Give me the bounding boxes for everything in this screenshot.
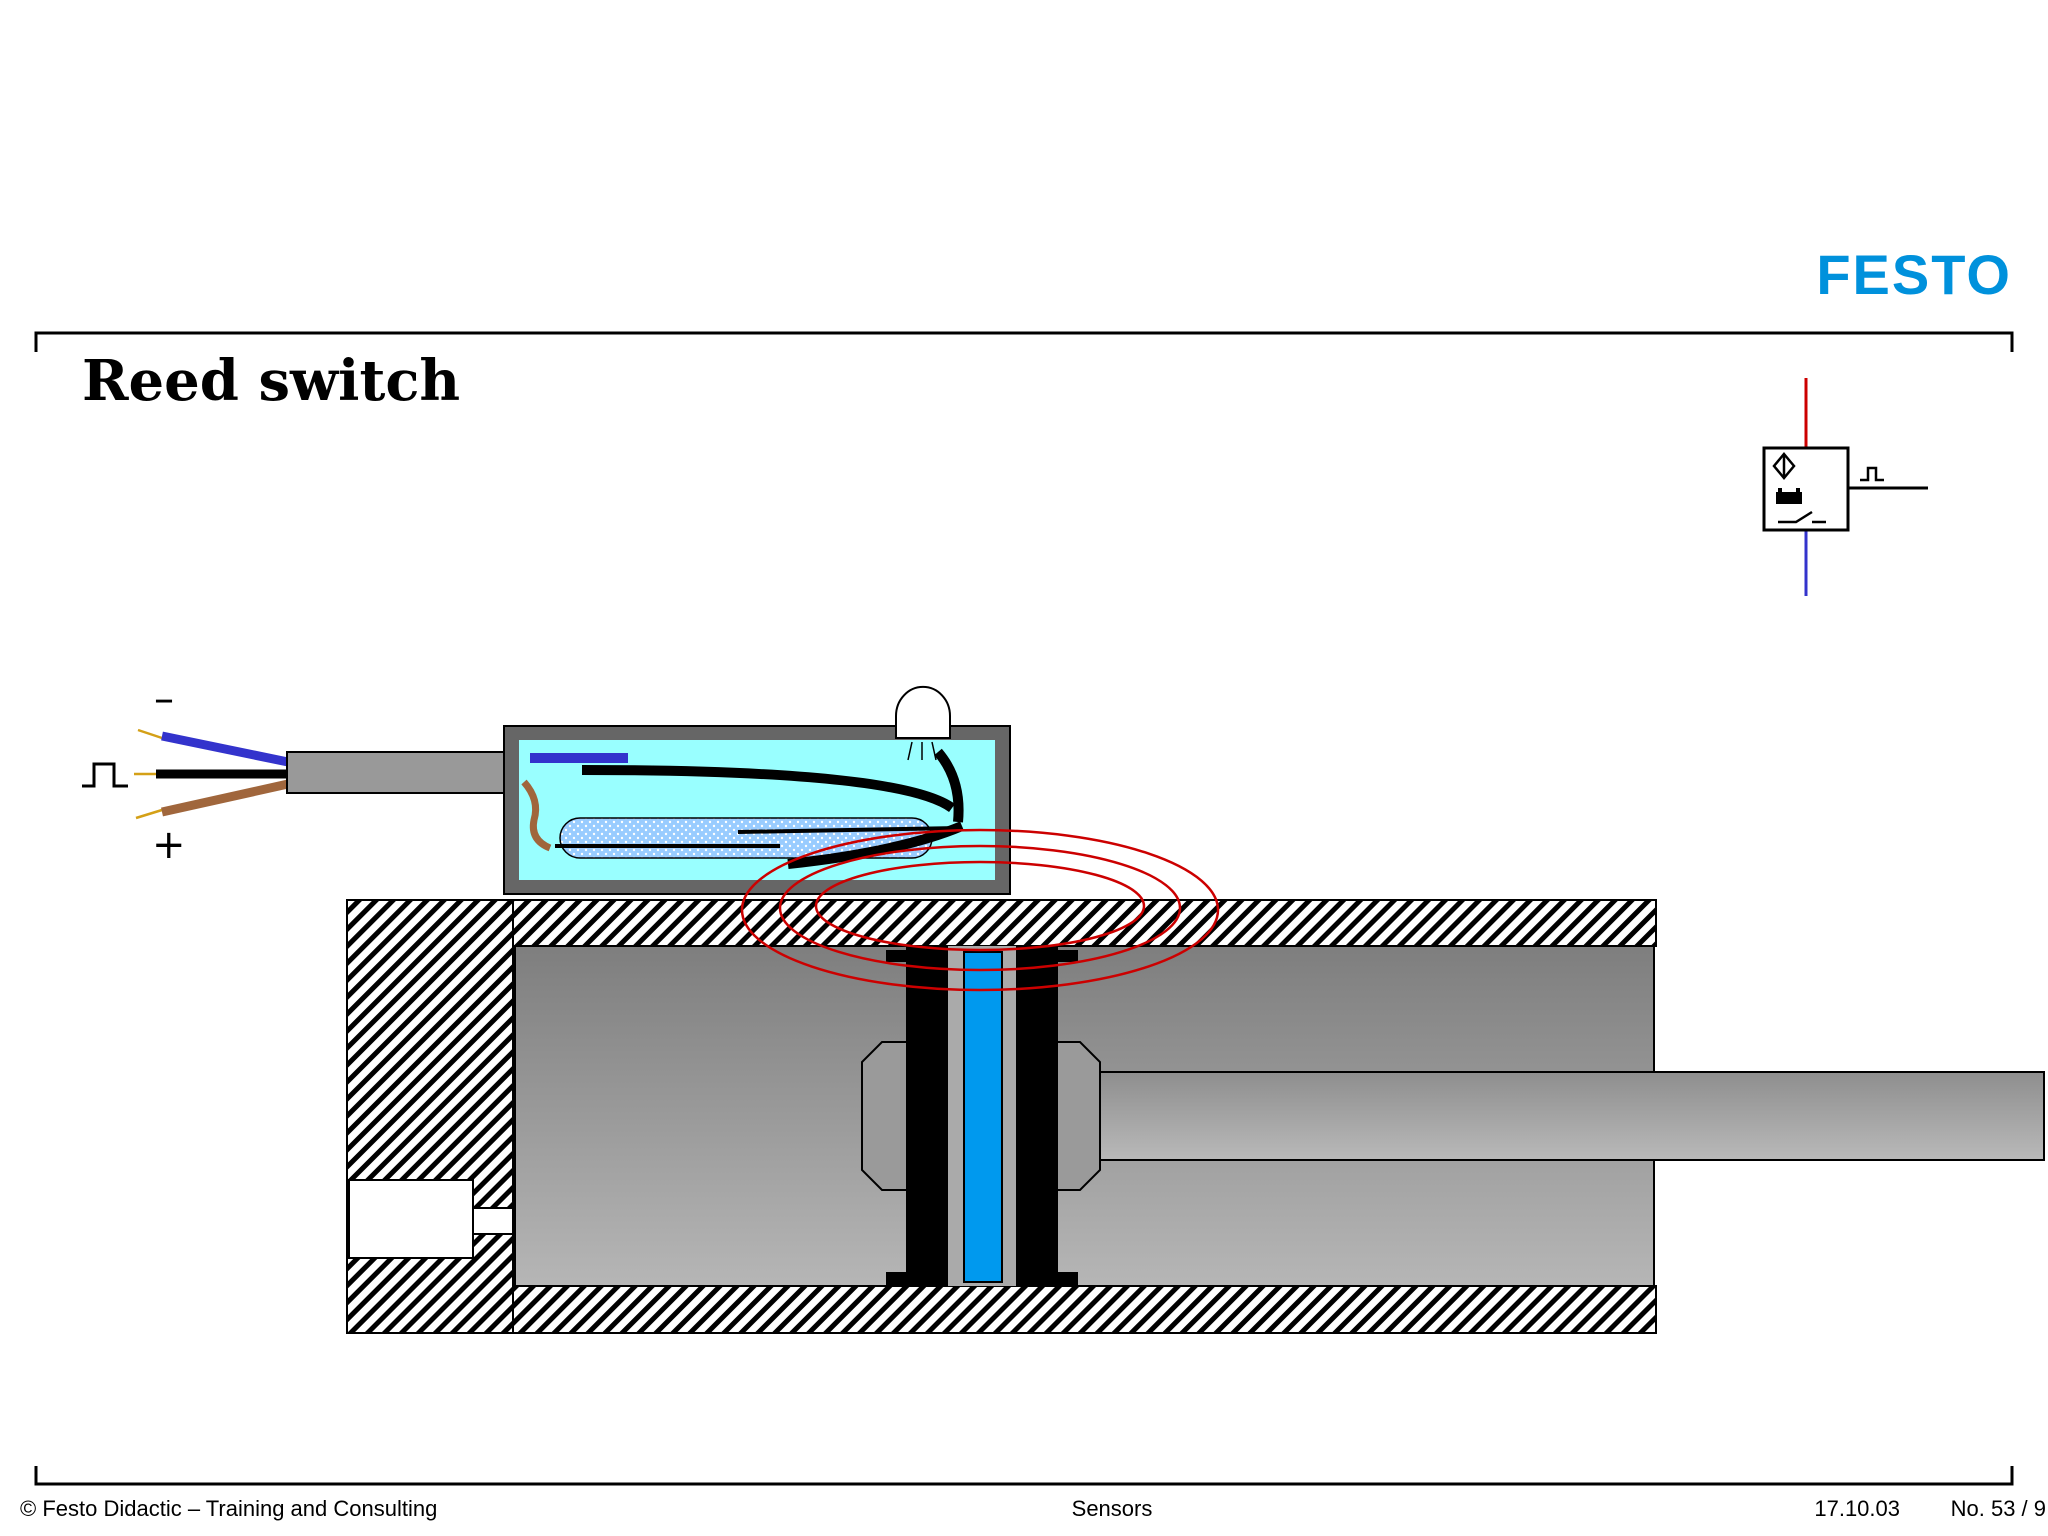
pulse-icon xyxy=(82,762,128,788)
slide-title: Reed switch xyxy=(82,348,460,414)
minus-label: – xyxy=(154,676,174,722)
footer-page-number: No. 53 / 9 xyxy=(1951,1496,2046,1521)
festo-logo: FESTO xyxy=(1816,243,2012,306)
sensor-housing xyxy=(503,686,1011,895)
footer-rule xyxy=(34,1466,2014,1486)
magnetic-field-lines xyxy=(740,828,1220,992)
plus-label: + xyxy=(152,822,186,868)
header-rule xyxy=(34,331,2014,352)
piston-magnet xyxy=(963,951,1003,1283)
reed-switch-symbol xyxy=(1762,378,1928,596)
sensor-cable xyxy=(286,751,524,794)
footer-topic: Sensors xyxy=(1072,1496,1153,1521)
footer-date: 17.10.03 xyxy=(1814,1496,1900,1521)
pneumatic-cylinder xyxy=(346,899,2045,1334)
footer-copyright: © Festo Didactic – Training and Consulti… xyxy=(20,1496,437,1521)
cable-wires xyxy=(134,728,289,820)
